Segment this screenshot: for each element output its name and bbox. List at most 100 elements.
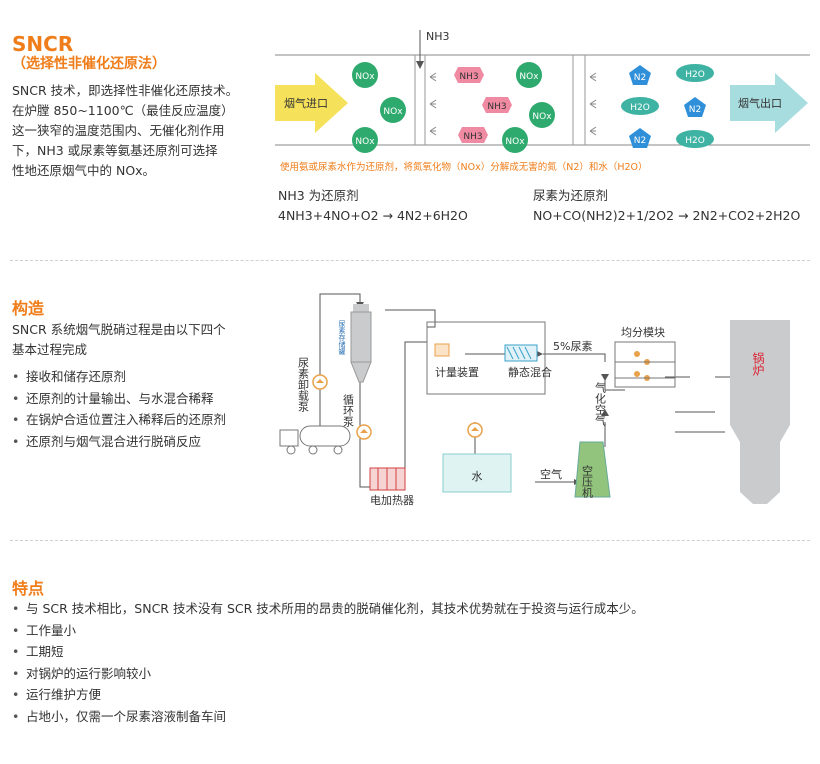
- list-item: 运行维护方便: [12, 684, 802, 706]
- distribution-module: [614, 341, 676, 388]
- features-title: 特点: [12, 579, 45, 598]
- nh3-molecule: NH3: [458, 127, 488, 143]
- nox-molecule: NOx: [502, 127, 528, 153]
- atom-air-label: 气化空气: [594, 381, 607, 426]
- list-item: 对锅炉的运行影响较小: [12, 663, 802, 685]
- reaction-urea: 尿素为还原剂 NO+CO(NH2)2+1/2O2 → 2N2+CO2+2H2O: [533, 186, 800, 226]
- module-label: 均分模块: [621, 326, 665, 339]
- circ-pump-label: 循环泵: [342, 394, 355, 427]
- metering-label: 计量装置: [435, 366, 479, 379]
- svg-text:NOx: NOx: [355, 72, 375, 82]
- nox-molecule: NOx: [529, 102, 555, 128]
- description-line: 在炉膛 850~1100℃（最佳反应温度）: [12, 103, 234, 118]
- svg-text:H2O: H2O: [685, 70, 705, 80]
- list-item: 在锅炉合适位置注入稀释后的还原剂: [12, 409, 272, 431]
- flow-arrow: [537, 351, 543, 357]
- n2-molecule: N2: [629, 128, 651, 148]
- list-item: 还原剂的计量输出、与水混合稀释: [12, 388, 272, 410]
- metering-device: [434, 343, 450, 357]
- svg-text:N2: N2: [634, 136, 646, 146]
- svg-text:NOx: NOx: [519, 72, 539, 82]
- inlet-arrow: [275, 73, 348, 133]
- features-list: 与 SCR 技术相比，SNCR 技术没有 SCR 技术所用的昂贵的脱硝催化剂，其…: [12, 598, 802, 727]
- description-line: 性地还原烟气中的 NOx。: [12, 163, 156, 178]
- compressor-label: 空压机: [581, 464, 594, 498]
- section-divider: [10, 540, 810, 541]
- list-item: 占地小，仅需一个尿素溶液制备车间: [12, 706, 802, 728]
- nox-molecule: NOx: [352, 62, 378, 88]
- description-line: SNCR 技术，即选择性非催化还原技术。: [12, 83, 239, 98]
- air-compressor: [574, 441, 611, 498]
- structure-list: 接收和储存还原剂 还原剂的计量输出、与水混合稀释 在锅炉合适位置注入稀释后的还原…: [12, 366, 272, 452]
- spray-nozzles: [429, 72, 597, 136]
- air-label: 空气: [540, 467, 562, 481]
- svg-text:NH3: NH3: [487, 102, 506, 112]
- n2-molecule: N2: [684, 97, 706, 117]
- nh3-molecule: NH3: [454, 67, 484, 83]
- svg-text:NOx: NOx: [355, 137, 375, 147]
- reaction-title: NH3 为还原剂: [278, 188, 359, 203]
- nh3-molecule: NH3: [482, 97, 512, 113]
- boiler: [730, 320, 790, 504]
- intro-line: 基本过程完成: [12, 342, 88, 357]
- tank-label: 尿素存储罐: [338, 320, 346, 356]
- boiler-label: 锅炉: [751, 351, 765, 377]
- unload-pump: [312, 374, 328, 390]
- inlet-label: 烟气进口: [284, 96, 328, 110]
- structure-title: 构造: [12, 299, 45, 318]
- process-flow-diagram: 尿素存储罐 尿素卸载泵 循环泵 电加热器 计量装置 静态混合 水 5%尿素 均分…: [279, 293, 790, 507]
- description-line: 下，NH3 或尿素等氨基还原剂可选择: [12, 143, 218, 158]
- list-item: 与 SCR 技术相比，SNCR 技术没有 SCR 技术所用的昂贵的脱硝催化剂，其…: [12, 598, 802, 620]
- nh3-injection-arrow: [416, 61, 424, 69]
- outlet-label: 烟气出口: [738, 96, 782, 110]
- water-label: 水: [472, 470, 483, 483]
- svg-text:H2O: H2O: [630, 103, 650, 113]
- process-pipes: [319, 293, 730, 488]
- nh3-label: NH3: [426, 30, 450, 43]
- structure-intro: SNCR 系统烟气脱硝过程是由以下四个 基本过程完成: [12, 320, 272, 360]
- diagram-caption: 使用氨或尿素水作为还原剂，将氮氧化物（NOx）分解成无害的氮（N2）和水（H2O…: [280, 161, 648, 173]
- sncr-subtitle: （选择性非催化还原法）: [12, 56, 166, 72]
- reaction-title: 尿素为还原剂: [533, 188, 609, 203]
- circulation-pump: [356, 424, 372, 440]
- h2o-molecule: H2O: [621, 97, 659, 115]
- flow-arrow: [601, 409, 609, 416]
- urea-label: 5%尿素: [553, 340, 592, 353]
- svg-text:N2: N2: [634, 73, 646, 83]
- unload-pump-label: 尿素卸载泵: [297, 357, 310, 412]
- water-tank: [442, 453, 512, 493]
- svg-text:NH3: NH3: [463, 132, 482, 142]
- reaction-equation: 4NH3+4NO+O2 → 4N2+6H2O: [278, 208, 468, 223]
- n2-molecule: N2: [629, 65, 651, 85]
- sncr-title: SNCR: [12, 32, 74, 56]
- h2o-molecule: H2O: [676, 64, 714, 82]
- metering-box: [426, 321, 546, 395]
- nox-molecule: NOx: [516, 62, 542, 88]
- list-item: 接收和储存还原剂: [12, 366, 272, 388]
- svg-text:NH3: NH3: [459, 72, 478, 82]
- svg-text:N2: N2: [689, 105, 701, 115]
- nox-molecule: NOx: [352, 127, 378, 153]
- outlet-arrow: [730, 73, 808, 133]
- description-line: 这一狭窄的温度范围内、无催化剂作用: [12, 123, 225, 138]
- sncr-description: SNCR 技术，即选择性非催化还原技术。 在炉膛 850~1100℃（最佳反应温…: [12, 81, 272, 181]
- reaction-nh3: NH3 为还原剂 4NH3+4NO+O2 → 4N2+6H2O: [278, 186, 468, 226]
- sncr-reaction-diagram: NH3 烟气进口 烟气出口 NOx NOx NOx NH3 NOx NH3 NO…: [275, 30, 810, 173]
- module-valve: [634, 371, 650, 381]
- list-item: 工作量小: [12, 620, 802, 642]
- svg-text:H2O: H2O: [685, 136, 705, 146]
- water-pump: [467, 422, 483, 438]
- static-mixer: [504, 344, 538, 362]
- flow-arrow: [601, 374, 609, 381]
- section-divider: [10, 260, 810, 261]
- nox-molecule: NOx: [380, 97, 406, 123]
- heater-label: 电加热器: [370, 494, 414, 507]
- h2o-molecule: H2O: [676, 130, 714, 148]
- list-item: 还原剂与烟气混合进行脱硝反应: [12, 431, 272, 453]
- list-item: 工期短: [12, 641, 802, 663]
- module-valve: [634, 351, 650, 365]
- storage-tank: [350, 304, 372, 383]
- svg-text:NOx: NOx: [505, 137, 525, 147]
- mixer-label: 静态混合: [508, 365, 552, 379]
- svg-text:NOx: NOx: [532, 112, 552, 122]
